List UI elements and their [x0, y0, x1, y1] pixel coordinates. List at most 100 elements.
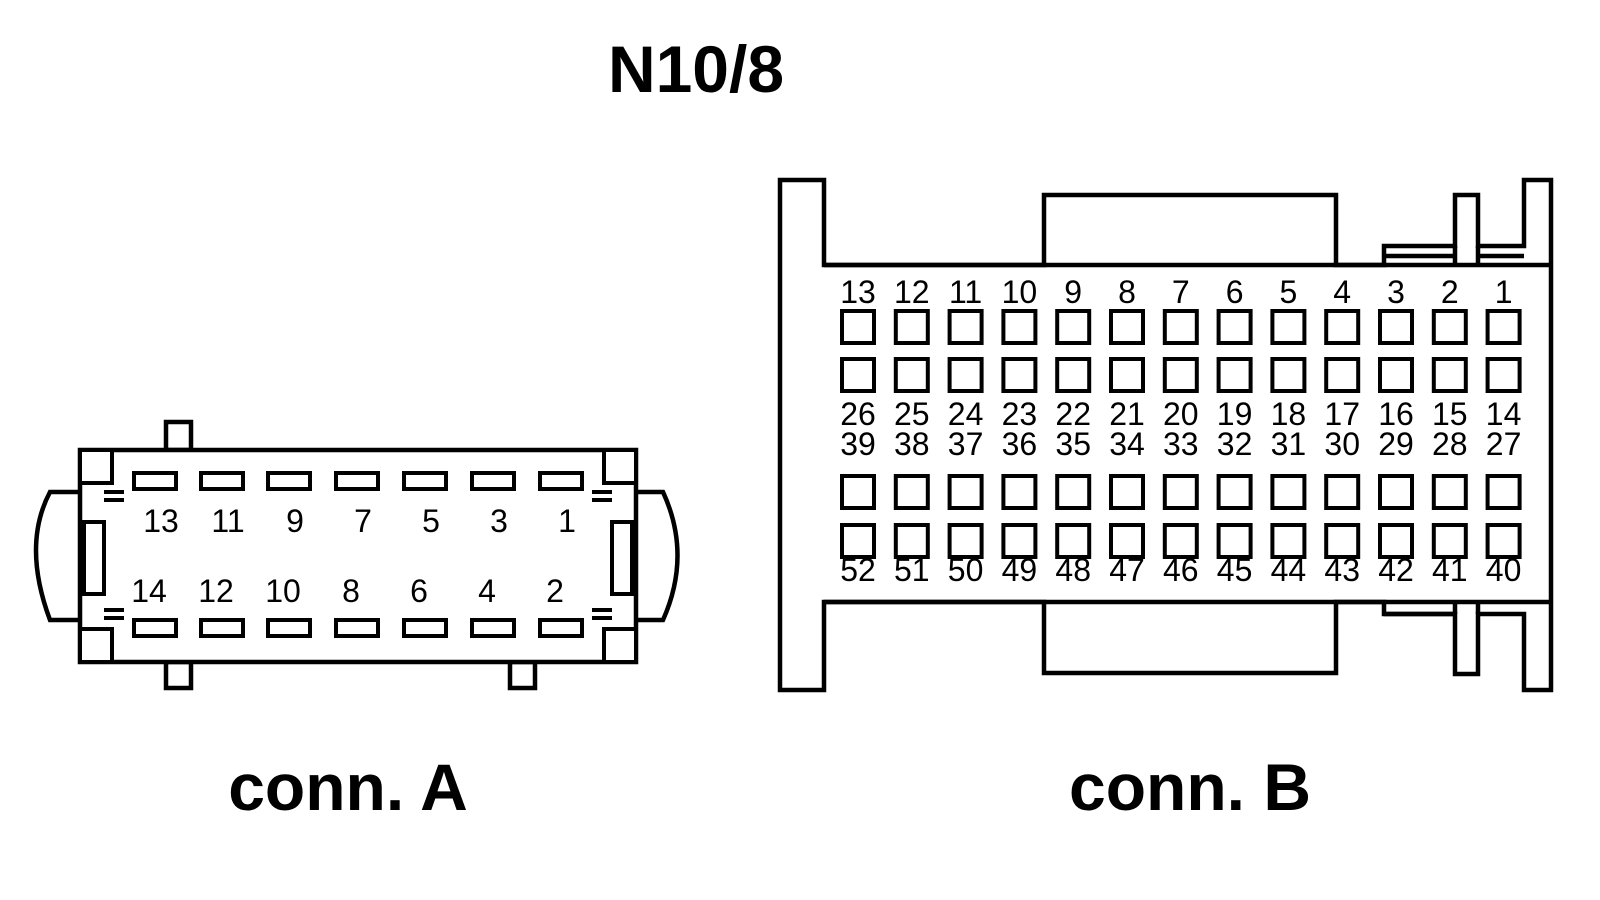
- connector-b-pin-cavity: [1485, 523, 1522, 559]
- connector-b-pin-cavity: [1324, 357, 1361, 393]
- connector-b-pin-label: 5: [1280, 274, 1298, 310]
- connector-b-pin-cavity: [1162, 309, 1199, 345]
- connector-b-pin-label: 29: [1378, 426, 1414, 462]
- connector-b-pin-cavity: [1324, 523, 1361, 559]
- connector-b-pin-label: 14: [1486, 396, 1522, 432]
- connector-b-pin-cavity: [947, 523, 984, 559]
- connector-b-pin-label: 44: [1271, 552, 1307, 588]
- connector-b-pin-cavity: [1162, 357, 1199, 393]
- connector-b-pin-cavity: [1485, 474, 1522, 510]
- connector-a-pin-terminal: [538, 618, 584, 638]
- connector-b-pin-cavity: [1162, 523, 1199, 559]
- connector-b-pin-cavity: [1270, 309, 1307, 345]
- connector-a-pin-terminal: [266, 471, 312, 491]
- connector-b-pin-label: 15: [1432, 396, 1468, 432]
- connector-b-pin-label: 3: [1387, 274, 1405, 310]
- connector-b-pin-label: 10: [1002, 274, 1038, 310]
- connector-b-pin-label: 50: [948, 552, 984, 588]
- connector-a-pin-terminal: [470, 618, 516, 638]
- connector-a-pin-label: 6: [410, 573, 428, 609]
- connector-a-pin-label: 2: [546, 573, 564, 609]
- connector-b-pin-label: 52: [840, 552, 876, 588]
- connector-b-label: conn. B: [1069, 750, 1311, 824]
- connector-b-pin-cavity: [840, 523, 876, 559]
- connector-b-pin-label: 20: [1163, 396, 1199, 432]
- connector-b-pin-label: 33: [1163, 426, 1199, 462]
- connector-b-pin-cavity: [1485, 357, 1522, 393]
- connector-a-pin-terminal: [402, 618, 448, 638]
- connector-a-left-latch: [33, 489, 80, 623]
- connector-b-pin-cavity: [1055, 357, 1092, 393]
- connector-b-pin-cavity: [1378, 474, 1414, 510]
- connector-b-pin-cavity: [1001, 357, 1038, 393]
- connector-b-pin-cavity: [1270, 474, 1307, 510]
- connector-b-pin-cavity: [1055, 523, 1092, 559]
- connector-b-pin-cavity: [1162, 474, 1199, 510]
- connector-b-pin-cavity: [1216, 474, 1253, 510]
- connector-a-side-slot: [82, 520, 106, 596]
- connector-b-pin-label: 42: [1378, 552, 1414, 588]
- connector-b-pin-label: 9: [1064, 274, 1082, 310]
- connector-b-pin-cavity: [1270, 523, 1307, 559]
- diagram-title: N10/8: [608, 32, 784, 106]
- connector-b-pin-cavity: [1270, 357, 1307, 393]
- connector-b-pin-label: 39: [840, 426, 876, 462]
- connector-b-pin-label: 7: [1172, 274, 1190, 310]
- connector-a-pin-terminal: [334, 471, 380, 491]
- connector-a-pin-label: 9: [286, 503, 304, 539]
- connector-b-pin-label: 30: [1324, 426, 1360, 462]
- connector-a-pin-terminal: [199, 471, 245, 491]
- connector-b-pin-cavity: [1431, 357, 1468, 393]
- connector-a-top-tab: [163, 419, 194, 453]
- connector-b-pin-cavity: [1431, 474, 1468, 510]
- connector-a-side-slot: [610, 520, 634, 596]
- connector-b-pin-label: 22: [1055, 396, 1091, 432]
- connector-a-corner: [602, 627, 638, 664]
- connector-b-housing: [777, 177, 1554, 693]
- connector-b-pin-cavity: [1055, 474, 1092, 510]
- connector-b-pin-cavity: [1216, 357, 1253, 393]
- connector-b-pin-cavity: [1055, 309, 1092, 345]
- connector-a-pin-terminal: [199, 618, 245, 638]
- connector-a-pin-label: 8: [342, 573, 360, 609]
- connector-b-pin-cavity: [947, 309, 984, 345]
- connector-a-corner: [78, 627, 114, 664]
- connector-a-pin-terminal: [470, 471, 516, 491]
- connector-b-pin-label: 34: [1109, 426, 1145, 462]
- connector-a-pin-label: 11: [211, 503, 244, 539]
- connector-b-pin-label: 41: [1432, 552, 1468, 588]
- connector-a-pin-terminal: [132, 618, 178, 638]
- connector-a-tick: [104, 490, 612, 620]
- connector-a-pin-label: 10: [265, 573, 301, 609]
- connector-b-pin-label: 28: [1432, 426, 1468, 462]
- connector-a-pin-label: 14: [131, 573, 167, 609]
- connector-b-pin-label: 11: [949, 274, 982, 310]
- connector-b-pin-label: 1: [1495, 274, 1513, 310]
- connector-b-pin-label: 36: [1002, 426, 1038, 462]
- connector-b-pin-label: 13: [840, 274, 876, 310]
- connector-b-pin-label: 37: [948, 426, 984, 462]
- connector-a-bottom-tab-left: [163, 659, 194, 691]
- connector-b-pin-cavity: [1324, 309, 1361, 345]
- connector-b-pin-label: 26: [840, 396, 876, 432]
- connector-b-pin-label: 38: [894, 426, 930, 462]
- connector-b-pin-label: 32: [1217, 426, 1253, 462]
- connector-b-pin-label: 12: [894, 274, 930, 310]
- connector-b-pin-cavity: [1109, 357, 1145, 393]
- connector-b-pin-cavity: [1001, 474, 1038, 510]
- connector-b-pin-label: 43: [1324, 552, 1360, 588]
- connector-b-pin-cavity: [840, 309, 876, 345]
- connector-b-pin-cavity: [893, 474, 930, 510]
- connector-a-pin-label: 4: [478, 573, 496, 609]
- connector-b-pin-cavity: [947, 474, 984, 510]
- connector-a-pin-label: 7: [354, 503, 372, 539]
- connector-b-pin-label: 45: [1217, 552, 1253, 588]
- connector-b-pin-label: 17: [1324, 396, 1360, 432]
- connector-b-pin-cavity: [947, 357, 984, 393]
- connector-b-pin-cavity: [1001, 309, 1038, 345]
- connector-b-pin-label: 48: [1055, 552, 1091, 588]
- connector-b-pin-label: 6: [1226, 274, 1244, 310]
